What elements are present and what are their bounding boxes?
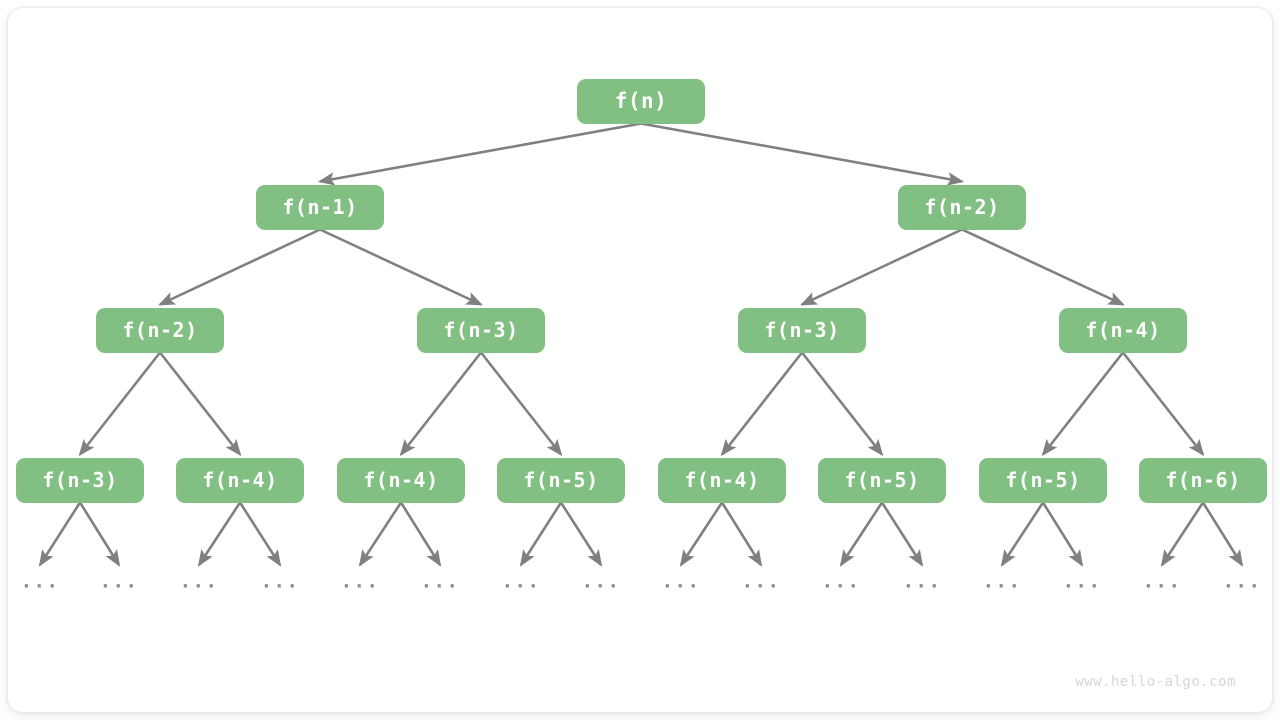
tree-node: f(n) [577,78,705,124]
tree-node: f(n-4) [658,457,786,503]
ellipsis-leaf: ··· [1062,575,1102,598]
ellipsis-leaf: ··· [20,575,60,598]
tree-node: f(n-1) [256,184,384,230]
tree-node: f(n-4) [1059,307,1187,353]
tree-node: f(n-3) [417,307,545,353]
ellipsis-leaf: ··· [581,575,621,598]
tree-node: f(n-5) [979,457,1107,503]
ellipsis-leaf: ··· [179,575,219,598]
ellipsis-leaf: ··· [821,575,861,598]
ellipsis-leaf: ··· [420,575,460,598]
ellipsis-leaf: ··· [99,575,139,598]
ellipsis-leaf: ··· [501,575,541,598]
ellipsis-leaf: ··· [661,575,701,598]
ellipsis-leaf: ··· [741,575,781,598]
tree-node: f(n-5) [818,457,946,503]
tree-node: f(n-2) [898,184,1026,230]
ellipsis-leaf: ··· [260,575,300,598]
ellipsis-leaf: ··· [902,575,942,598]
ellipsis-leaf: ··· [340,575,380,598]
tree-node: f(n-5) [497,457,625,503]
watermark: www.hello-algo.com [1075,674,1236,690]
tree-node: f(n-4) [337,457,465,503]
tree-node: f(n-6) [1139,457,1267,503]
tree-node: f(n-2) [96,307,224,353]
ellipsis-leaf: ··· [1142,575,1182,598]
ellipsis-leaf: ··· [982,575,1022,598]
tree-node: f(n-4) [176,457,304,503]
tree-node: f(n-3) [16,457,144,503]
tree-node: f(n-3) [738,307,866,353]
ellipsis-leaf: ··· [1222,575,1262,598]
